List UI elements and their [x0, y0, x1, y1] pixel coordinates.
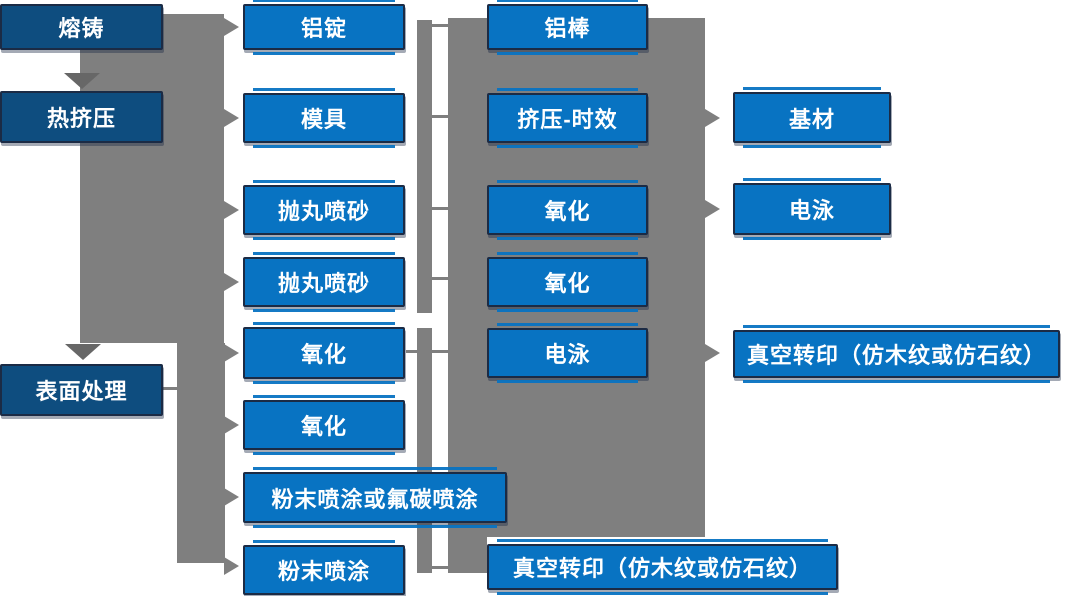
node-rongzhu: 熔铸 [0, 4, 163, 50]
arrowhead-into-fenmo-futan [224, 488, 239, 506]
arrowhead-into-jicai [705, 109, 720, 127]
arrowhead-into-muju [224, 109, 239, 127]
tieline-dianyong-row [432, 350, 448, 353]
arrowhead-into-yanghua1 [224, 344, 239, 362]
arrowhead-into-paowan1 [224, 201, 239, 219]
arrowhead-into-paowan2 [224, 273, 239, 291]
node-jicai: 基材 [733, 87, 891, 148]
node-yanghua-1: 氧化 [243, 322, 405, 384]
tieline-yanghua1-box [406, 350, 417, 353]
node-dianyong-1: 电泳 [487, 323, 648, 383]
node-muju: 模具 [243, 88, 405, 148]
arrowhead-down-into-biaomian [65, 344, 101, 360]
arrowhead-into-fenmo [224, 557, 239, 575]
tieline-paowan1-row [432, 207, 448, 210]
tieline-paowan2-row [432, 277, 448, 280]
node-yanghua-2: 氧化 [243, 395, 405, 455]
connector-mid-bar-upper [417, 20, 432, 313]
node-fenmo-or-futan: 粉末喷涂或氟碳喷涂 [243, 467, 507, 528]
node-lubang: 铝棒 [487, 0, 648, 55]
node-dianyong-2: 电泳 [733, 178, 891, 240]
node-zhenkong-bottom: 真空转印（仿木纹或仿石纹） [487, 539, 838, 595]
arrowhead-into-yanghua2 [224, 416, 239, 434]
node-jiya-shixiao: 挤压-时效 [487, 88, 648, 148]
node-yanghua-3: 氧化 [487, 180, 648, 240]
node-paowan-pensha-2: 抛丸喷砂 [243, 252, 405, 312]
arrowhead-into-luding [224, 18, 239, 36]
connector-lower-trunk [177, 343, 225, 563]
node-fenmo-pentu: 粉末喷涂 [243, 540, 405, 595]
node-biaomianchuli: 表面处理 [0, 364, 163, 416]
node-rejiya: 热挤压 [0, 91, 163, 143]
node-yanghua-4: 氧化 [487, 252, 648, 312]
tieline-bottom-row [432, 566, 448, 569]
connector-mid-bar-lower [417, 328, 432, 573]
node-luding: 铝锭 [243, 0, 405, 55]
tieline-luding-row [420, 24, 448, 27]
arrowhead-down-into-rejiya [64, 73, 100, 89]
connector-left-trunk [80, 14, 224, 343]
tieline-biaomian-trunk [163, 387, 177, 390]
node-paowan-pensha-1: 抛丸喷砂 [243, 180, 405, 240]
arrowhead-into-dianyong2 [705, 200, 720, 218]
node-zhenkong-right: 真空转印（仿木纹或仿石纹） [733, 325, 1060, 383]
arrowhead-into-zhenkong-right [705, 344, 720, 362]
connector-central-block-leg [448, 537, 487, 573]
tieline-muju-row [432, 115, 448, 118]
